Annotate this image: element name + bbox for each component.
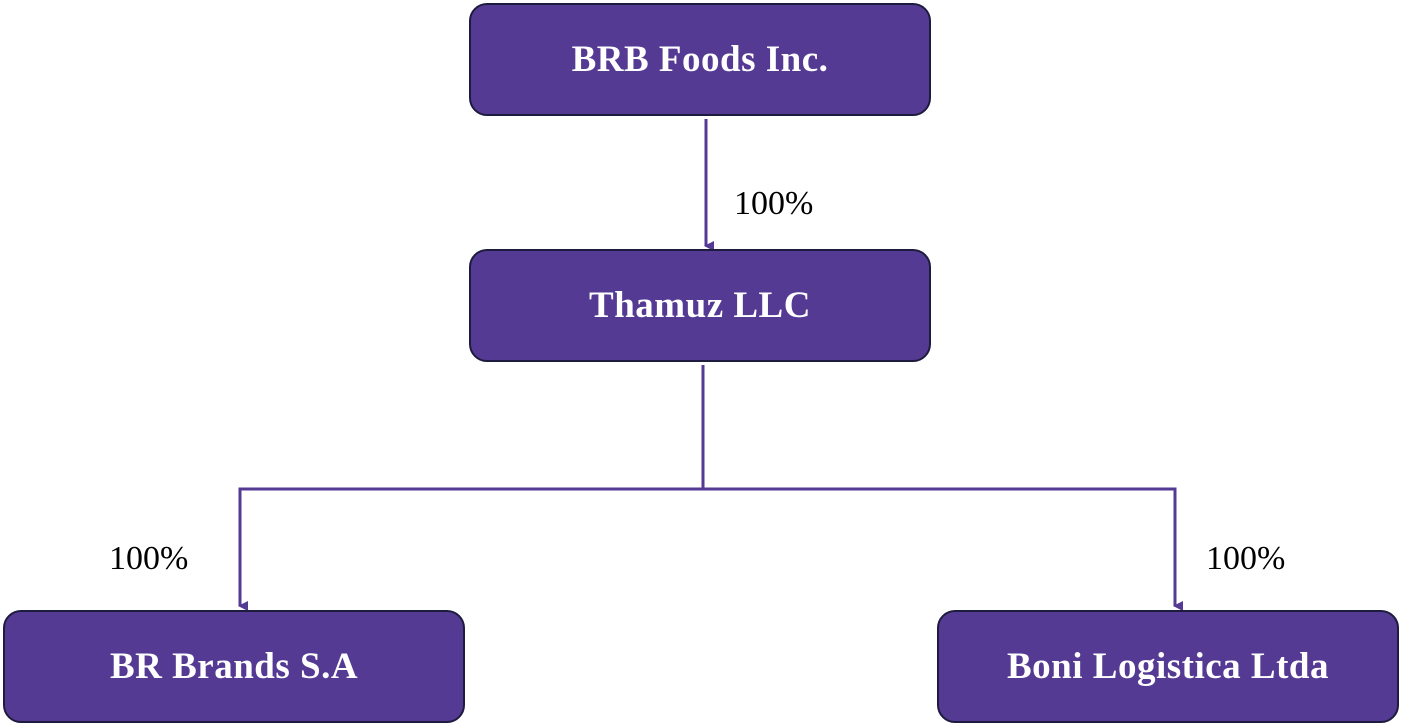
node-thamuz: Thamuz LLC — [469, 249, 931, 362]
node-boni-logistica: Boni Logistica Ltda — [937, 610, 1399, 723]
node-label: BRB Foods Inc. — [571, 39, 829, 80]
node-label: Boni Logistica Ltda — [1007, 646, 1329, 687]
node-brb-foods: BRB Foods Inc. — [469, 3, 931, 116]
node-br-brands: BR Brands S.A — [3, 610, 465, 723]
edge-holding-right — [703, 487, 1183, 611]
ownership-label-holding: 100% — [734, 185, 814, 222]
node-label: BR Brands S.A — [109, 646, 359, 687]
edge-holding-left — [238, 487, 703, 611]
node-label: Thamuz LLC — [589, 285, 811, 326]
ownership-label-left: 100% — [109, 540, 189, 577]
ownership-label-right: 100% — [1206, 540, 1286, 577]
